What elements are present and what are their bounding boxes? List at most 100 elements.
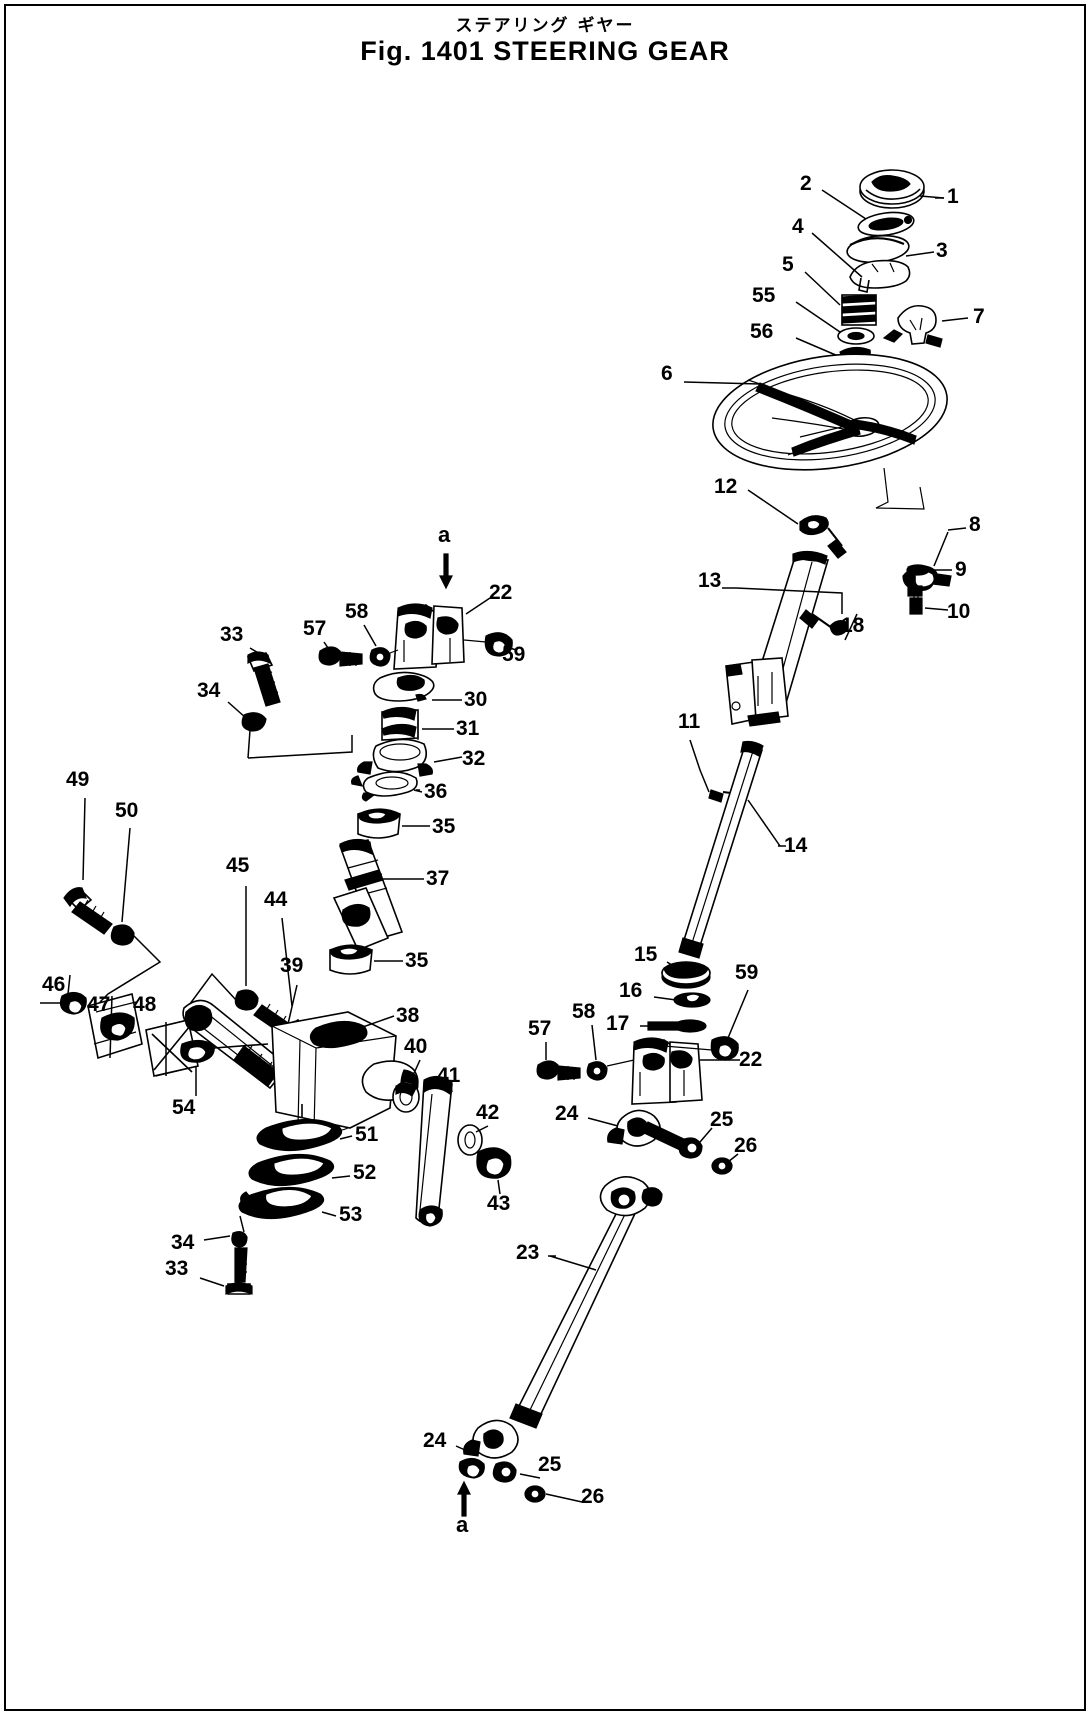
part-32-housing-cap: [357, 738, 433, 777]
leader-59-upper: [503, 645, 517, 651]
part-26-upper-nut: [711, 1157, 733, 1175]
callout-56: 56: [750, 320, 774, 343]
leader-6: [683, 381, 761, 385]
part-13-steering-column: [725, 550, 830, 727]
part-38-gear-housing: [271, 1011, 419, 1133]
leader-58-lower: [591, 1024, 597, 1061]
leader-7: [941, 317, 969, 322]
part-57-upper-bolt: [318, 646, 363, 667]
callout-43: 43: [487, 1192, 511, 1215]
callout-58-upper: 58: [345, 600, 369, 623]
callout-33-upper: 33: [220, 623, 244, 646]
drawing-border: [4, 4, 1086, 1711]
part-40-washer: [392, 1081, 420, 1113]
leader-33-34-branch: [247, 735, 353, 759]
part-59-lower-nut: [710, 1036, 739, 1061]
part-53-cover: [238, 1186, 325, 1220]
leader-58-upper: [363, 624, 377, 647]
leader-16: [653, 996, 677, 1001]
leader-26-lower: [545, 1493, 583, 1503]
part-25-upper-yoke: [678, 1137, 703, 1159]
leader-55: [795, 301, 841, 333]
part-54-adjuster: [180, 1039, 269, 1063]
callout-8: 8: [969, 513, 981, 536]
callout-2: 2: [800, 172, 812, 195]
kana-title: ステアリング ギヤー: [455, 16, 635, 36]
leader-4: [811, 232, 863, 278]
leader-41: [449, 1079, 453, 1093]
callout-25-upper: 25: [710, 1108, 734, 1131]
part-30-bearing-cover: [372, 671, 435, 702]
callout-51: 51: [355, 1123, 379, 1146]
callout-55: 55: [752, 284, 776, 307]
part-59-upper-nut: [484, 632, 513, 657]
part-24-lower-universal-joint: [458, 1419, 519, 1479]
callout-57-lower: 57: [528, 1017, 552, 1040]
callout-7: 7: [973, 305, 985, 328]
part-58-lower-washer: [586, 1061, 608, 1081]
leader-26-upper: [727, 1153, 739, 1163]
leader-11: [689, 739, 710, 793]
leader-47: [109, 995, 113, 1059]
leader-53: [321, 1211, 337, 1217]
callout-38: 38: [396, 1004, 420, 1027]
callout-5: 5: [782, 253, 794, 276]
leader-34-lower: [203, 1235, 231, 1241]
callout-24-upper: 24: [555, 1102, 579, 1125]
callout-49: 49: [66, 768, 90, 791]
leader-44: [281, 917, 293, 1007]
part-31-bearing: [381, 706, 419, 741]
leader-25-upper: [699, 1127, 713, 1143]
callout-26-upper: 26: [734, 1134, 758, 1157]
callout-25-lower: 25: [538, 1453, 562, 1476]
leader-32: [433, 756, 463, 763]
part-16-washer: [673, 992, 711, 1008]
callout-42: 42: [476, 1101, 500, 1124]
part-34-lower-washer: [231, 1231, 248, 1248]
section-marker-a-top: a: [438, 522, 451, 547]
callout-1: 1: [947, 185, 959, 208]
part-35-lower-bushing: [329, 944, 373, 975]
callout-35-upper: 35: [432, 815, 456, 838]
callout-36-upper: 36: [424, 780, 448, 803]
part-58-upper-washer: [369, 647, 391, 667]
callout-6: 6: [661, 362, 673, 385]
part-51-gasket: [256, 1104, 343, 1152]
leader-49: [82, 797, 86, 881]
callout-17: 17: [606, 1012, 630, 1035]
callout-9: 9: [955, 558, 967, 581]
leader-40: [409, 1059, 421, 1083]
part-17-snap-ring: [647, 1019, 707, 1033]
callout-37: 37: [426, 867, 450, 890]
leader-43: [497, 1179, 501, 1195]
leader-50: [121, 827, 131, 923]
leader-8: [947, 527, 967, 531]
callout-58-lower: 58: [572, 1000, 596, 1023]
part-46-nut: [59, 991, 87, 1015]
part-43-nut: [476, 1147, 512, 1179]
callout-34-upper: 34: [197, 679, 221, 702]
leader-25-lower: [519, 1473, 541, 1479]
leader-24-lower: [455, 1445, 475, 1455]
title-block: ステアリング ギヤー Fig. 1401 STEERING GEAR: [0, 16, 1090, 66]
leader-10: [924, 607, 949, 611]
part-22-lower-clamp: [631, 1037, 703, 1105]
part-14-intermediate-shaft: [678, 740, 764, 959]
callout-59-lower: 59: [735, 961, 759, 984]
part-5-spring: [841, 294, 877, 326]
bracket-wheel-to-column: [875, 467, 925, 510]
callout-22-upper: 22: [489, 581, 513, 604]
part-41-pitman-arm: [415, 1075, 453, 1227]
part-50-washer: [110, 924, 135, 946]
leader-14: [747, 799, 781, 847]
leader-2: [821, 189, 867, 220]
callout-54: 54: [172, 1096, 196, 1119]
part-6-steering-wheel: [712, 353, 948, 471]
callout-44: 44: [264, 888, 288, 911]
part-15-end-yoke: [661, 961, 711, 989]
callout-52: 52: [353, 1161, 377, 1184]
callout-4: 4: [792, 215, 804, 238]
part-22-upper-clamp: [393, 603, 465, 670]
callout-26-lower: 26: [581, 1485, 605, 1508]
